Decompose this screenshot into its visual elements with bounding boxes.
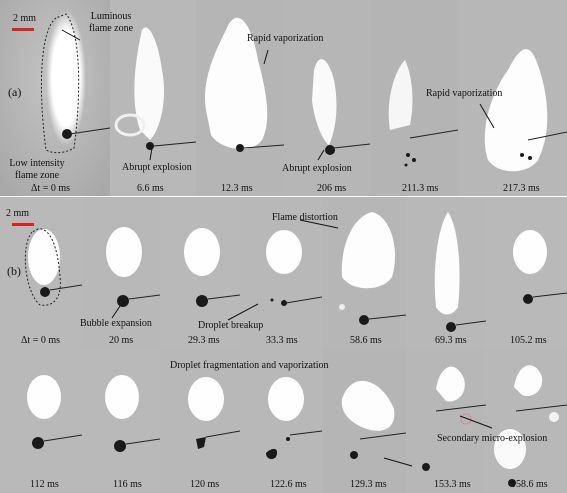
caption-b2-3: 120 ms: [190, 479, 220, 490]
caption-a-2: 6.6 ms: [137, 183, 164, 194]
frame-b1-1: [0, 197, 82, 349]
frame-b2-3: [160, 349, 240, 493]
annotation-breakup: Droplet breakup: [198, 320, 264, 331]
annotation-abrupt-1: Abrupt explosion: [122, 162, 192, 173]
frame-b1-2-image: [82, 197, 160, 349]
frame-b1-6: [406, 197, 486, 349]
frame-b2-7: [486, 349, 567, 493]
caption-b2-1: 112 ms: [30, 479, 59, 490]
frame-b2-2-image: [82, 349, 160, 493]
caption-b2-2: 116 ms: [113, 479, 142, 490]
frame-b2-4-image: [240, 349, 322, 493]
frame-a-3: [196, 0, 284, 197]
caption-b1-7: 105.2 ms: [510, 335, 547, 346]
frame-b1-3: [160, 197, 240, 349]
frame-a-1-image: [0, 0, 110, 197]
frame-b2-6-image: [406, 349, 486, 493]
annotation-luminous: Luminous flame zone: [88, 11, 134, 34]
frame-b1-7-image: [486, 197, 567, 349]
panel-divider: [0, 196, 567, 197]
frame-a-3-image: [196, 0, 284, 197]
caption-a-4: 206 ms: [317, 183, 347, 194]
frame-a-6-image: [458, 0, 567, 197]
frame-a-4: [284, 0, 370, 197]
annotation-flame-distortion: Flame distortion: [272, 212, 338, 223]
frame-a-1: [0, 0, 110, 197]
scale-bar-b: [12, 223, 34, 226]
caption-a-6: 217.3 ms: [503, 183, 540, 194]
caption-b1-5: 58.6 ms: [350, 335, 382, 346]
frame-b1-5-image: [322, 197, 406, 349]
frame-b2-5: [322, 349, 406, 493]
annotation-secondary: Secondary micro-explosion: [437, 433, 548, 444]
frame-b1-7: [486, 197, 567, 349]
caption-b2-5: 129.3 ms: [350, 479, 387, 490]
frame-b1-1-image: [0, 197, 82, 349]
annotation-rapid-1: Rapid vaporization: [247, 33, 324, 44]
annotation-fragmentation: Droplet fragmentation and vaporization: [170, 360, 329, 371]
annotation-low-intensity: Low intensity flame zone: [9, 158, 65, 181]
caption-b1-1: Δt = 0 ms: [21, 335, 61, 346]
caption-a-1: Δt = 0 ms: [31, 183, 71, 194]
caption-b2-7: 158.6 ms: [511, 479, 548, 490]
caption-b1-4: 33.3 ms: [266, 335, 298, 346]
frame-b2-3-image: [160, 349, 240, 493]
frame-b2-1-image: [0, 349, 82, 493]
frame-b1-5: [322, 197, 406, 349]
annotation-bubble: Bubble expansion: [80, 318, 152, 329]
annotation-rapid-2: Rapid vaporization: [426, 88, 503, 99]
frame-a-4-image: [284, 0, 370, 197]
annotation-abrupt-2: Abrupt explosion: [282, 163, 352, 174]
frame-b1-3-image: [160, 197, 240, 349]
frame-b2-1: [0, 349, 82, 493]
frame-b1-2: [82, 197, 160, 349]
panel-label-b: (b): [7, 264, 21, 278]
frame-a-5-image: [370, 0, 458, 197]
caption-b1-6: 69.3 ms: [435, 335, 467, 346]
frame-a-6: [458, 0, 567, 197]
caption-b1-3: 29.3 ms: [188, 335, 220, 346]
scale-bar-a: [12, 28, 34, 31]
frame-a-2: [110, 0, 196, 197]
frame-b2-7-image: [486, 349, 567, 493]
caption-b1-2: 20 ms: [109, 335, 134, 346]
frame-b2-6: [406, 349, 486, 493]
frame-b2-2: [82, 349, 160, 493]
frame-b2-4: [240, 349, 322, 493]
caption-a-5: 211.3 ms: [402, 183, 439, 194]
scale-label-a: 2 mm: [13, 13, 37, 24]
caption-b2-6: 153.3 ms: [434, 479, 471, 490]
scale-label-b: 2 mm: [6, 208, 30, 219]
frame-a-2-image: [110, 0, 196, 197]
caption-a-3: 12.3 ms: [221, 183, 253, 194]
panel-label-a: (a): [8, 85, 22, 99]
frame-b1-6-image: [406, 197, 486, 349]
caption-b2-4: 122.6 ms: [270, 479, 307, 490]
frame-b2-5-image: [322, 349, 406, 493]
frame-a-5: [370, 0, 458, 197]
